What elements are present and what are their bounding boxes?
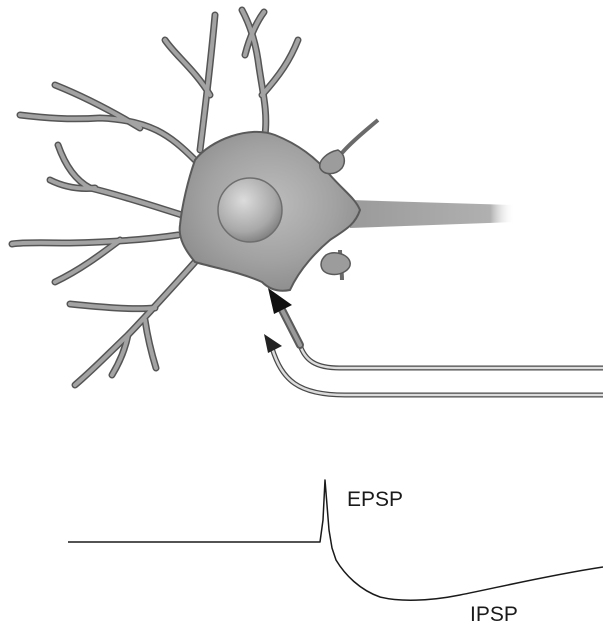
inhibitory-arrow — [264, 334, 282, 353]
axon — [350, 200, 515, 228]
epsp-label: EPSP — [347, 488, 403, 511]
neuron — [12, 10, 603, 395]
ipsp-label: IPSP — [470, 603, 518, 625]
excitatory-arrow — [268, 288, 300, 345]
synaptic-terminal-lower — [321, 250, 350, 280]
input-fibers — [272, 345, 603, 395]
membrane-potential-trace: EPSP IPSP — [68, 480, 603, 625]
synaptic-terminal-upper — [320, 120, 378, 174]
nucleus — [218, 178, 282, 242]
potential-trace-line — [68, 480, 603, 600]
